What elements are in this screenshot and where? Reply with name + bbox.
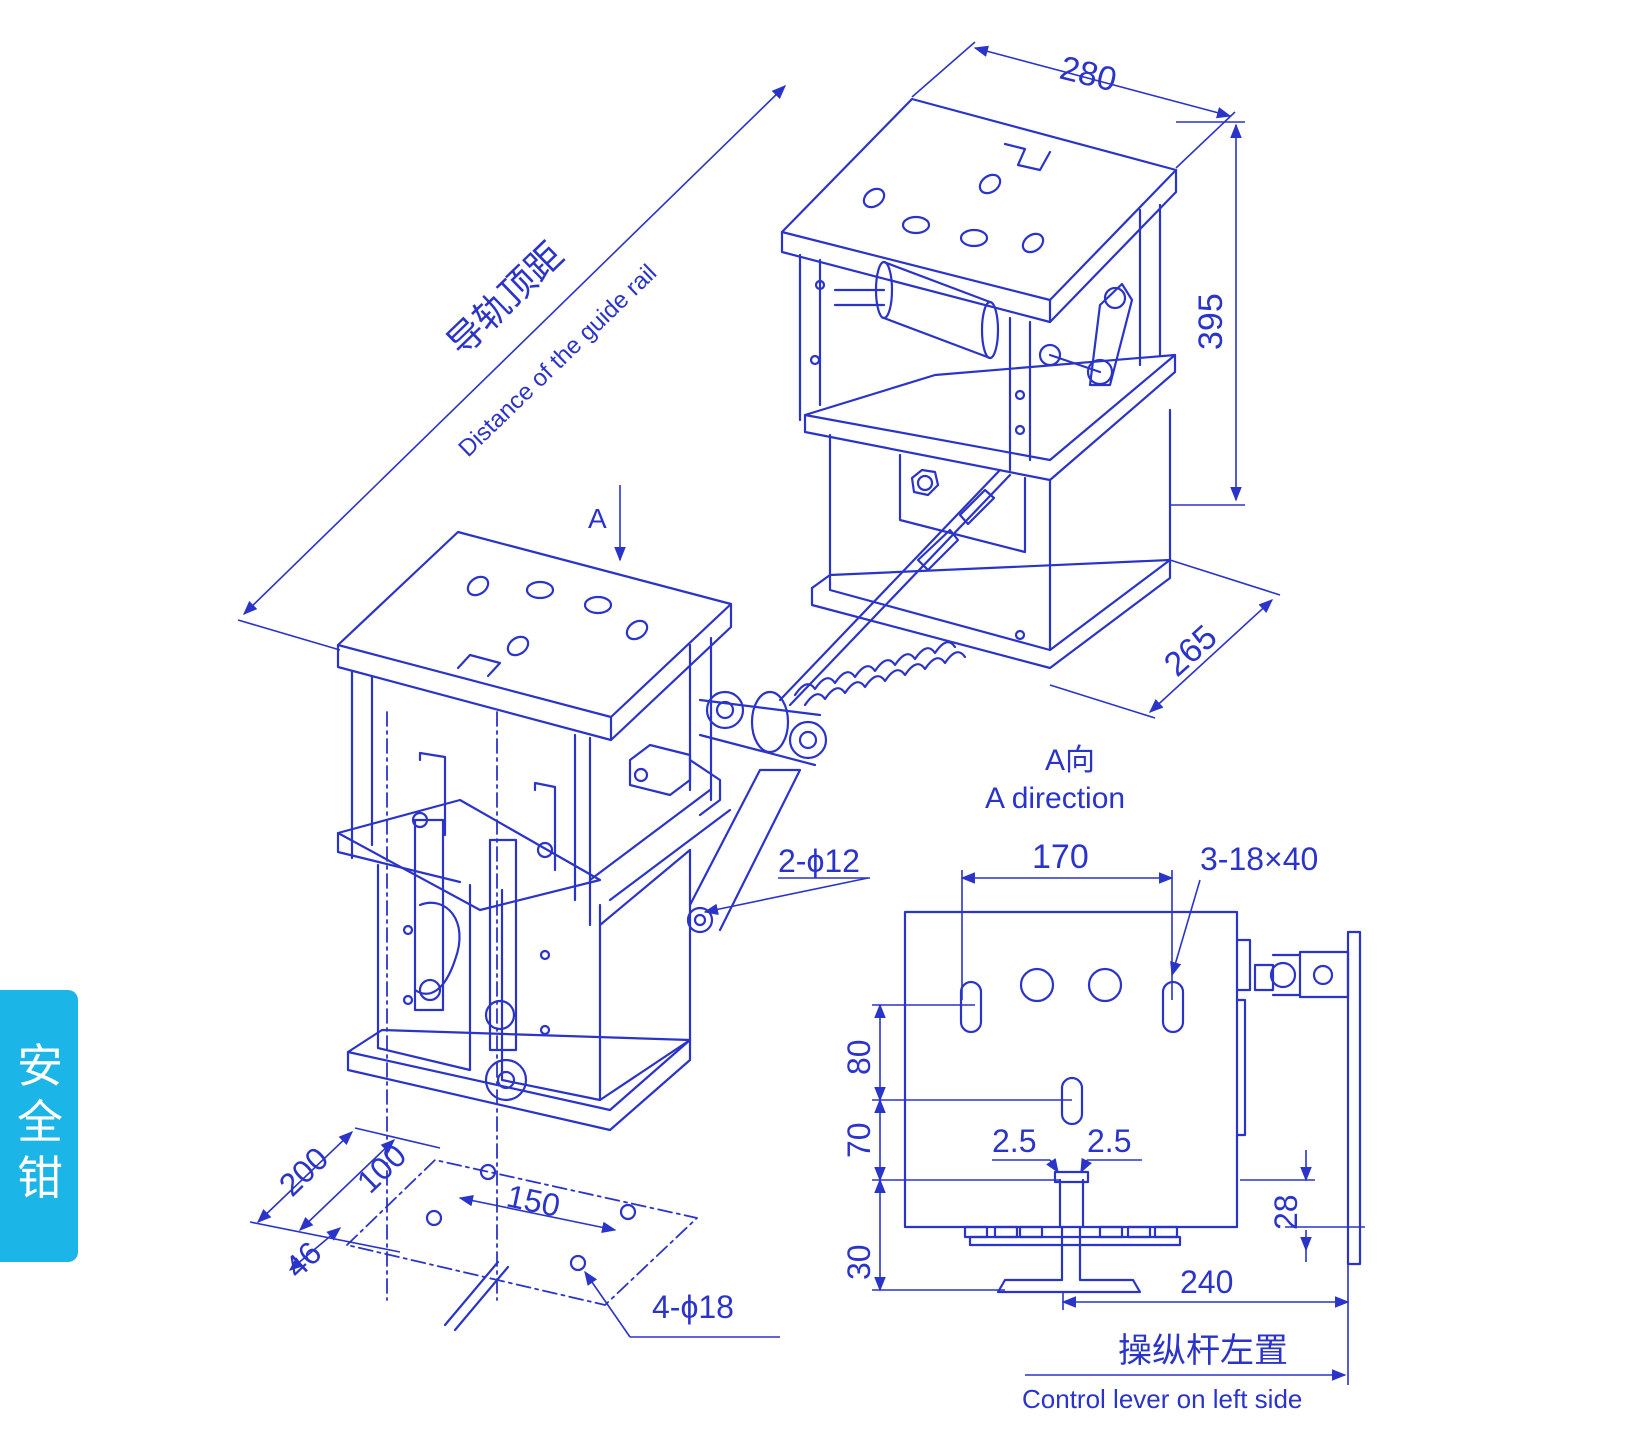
dim-170-label: 170 xyxy=(1032,838,1089,876)
footnote-en: Control lever on left side xyxy=(1022,1384,1302,1414)
footnote-cn: 操纵杆左置 xyxy=(1118,1332,1288,1370)
dim-80-label: 80 xyxy=(841,1039,877,1075)
linkage-rod xyxy=(628,468,1012,934)
dim-280-label: 280 xyxy=(1056,49,1120,100)
a-direction-title-en: A direction xyxy=(985,782,1125,815)
dim-30-label: 30 xyxy=(841,1244,877,1280)
dim-200-label: 200 xyxy=(272,1140,335,1203)
dim-395-label: 395 xyxy=(1192,293,1230,350)
hole-callout-2-phi12: 2-ϕ12 xyxy=(778,843,860,879)
a-direction-view xyxy=(903,910,1362,1294)
rail-distance-cn-label: 导轨顶距 xyxy=(439,234,571,364)
dim-70-label: 70 xyxy=(841,1122,877,1158)
dimension-lines xyxy=(237,41,1365,1385)
slots-3-18x40: 3-18×40 xyxy=(1200,841,1318,877)
dim-gap-right-label: 2.5 xyxy=(1087,1123,1131,1159)
base-plate-outline xyxy=(346,1159,698,1332)
view-marker-a: A xyxy=(588,503,607,534)
dim-46-label: 46 xyxy=(278,1234,329,1285)
a-direction-title-cn: A向 xyxy=(1045,744,1095,777)
side-tab-label: 安全钳 xyxy=(17,1039,63,1205)
dim-240-label: 240 xyxy=(1180,1264,1233,1300)
dim-100-label: 100 xyxy=(350,1137,413,1200)
dim-265-label: 265 xyxy=(1157,618,1225,684)
side-tab xyxy=(0,990,78,1262)
dim-gap-left-label: 2.5 xyxy=(992,1123,1036,1159)
holes-4-phi18: 4-ϕ18 xyxy=(652,1289,734,1325)
dim-150-label: 150 xyxy=(504,1178,564,1224)
right-safety-block xyxy=(780,97,1178,670)
dim-28-label: 28 xyxy=(1268,1194,1304,1230)
